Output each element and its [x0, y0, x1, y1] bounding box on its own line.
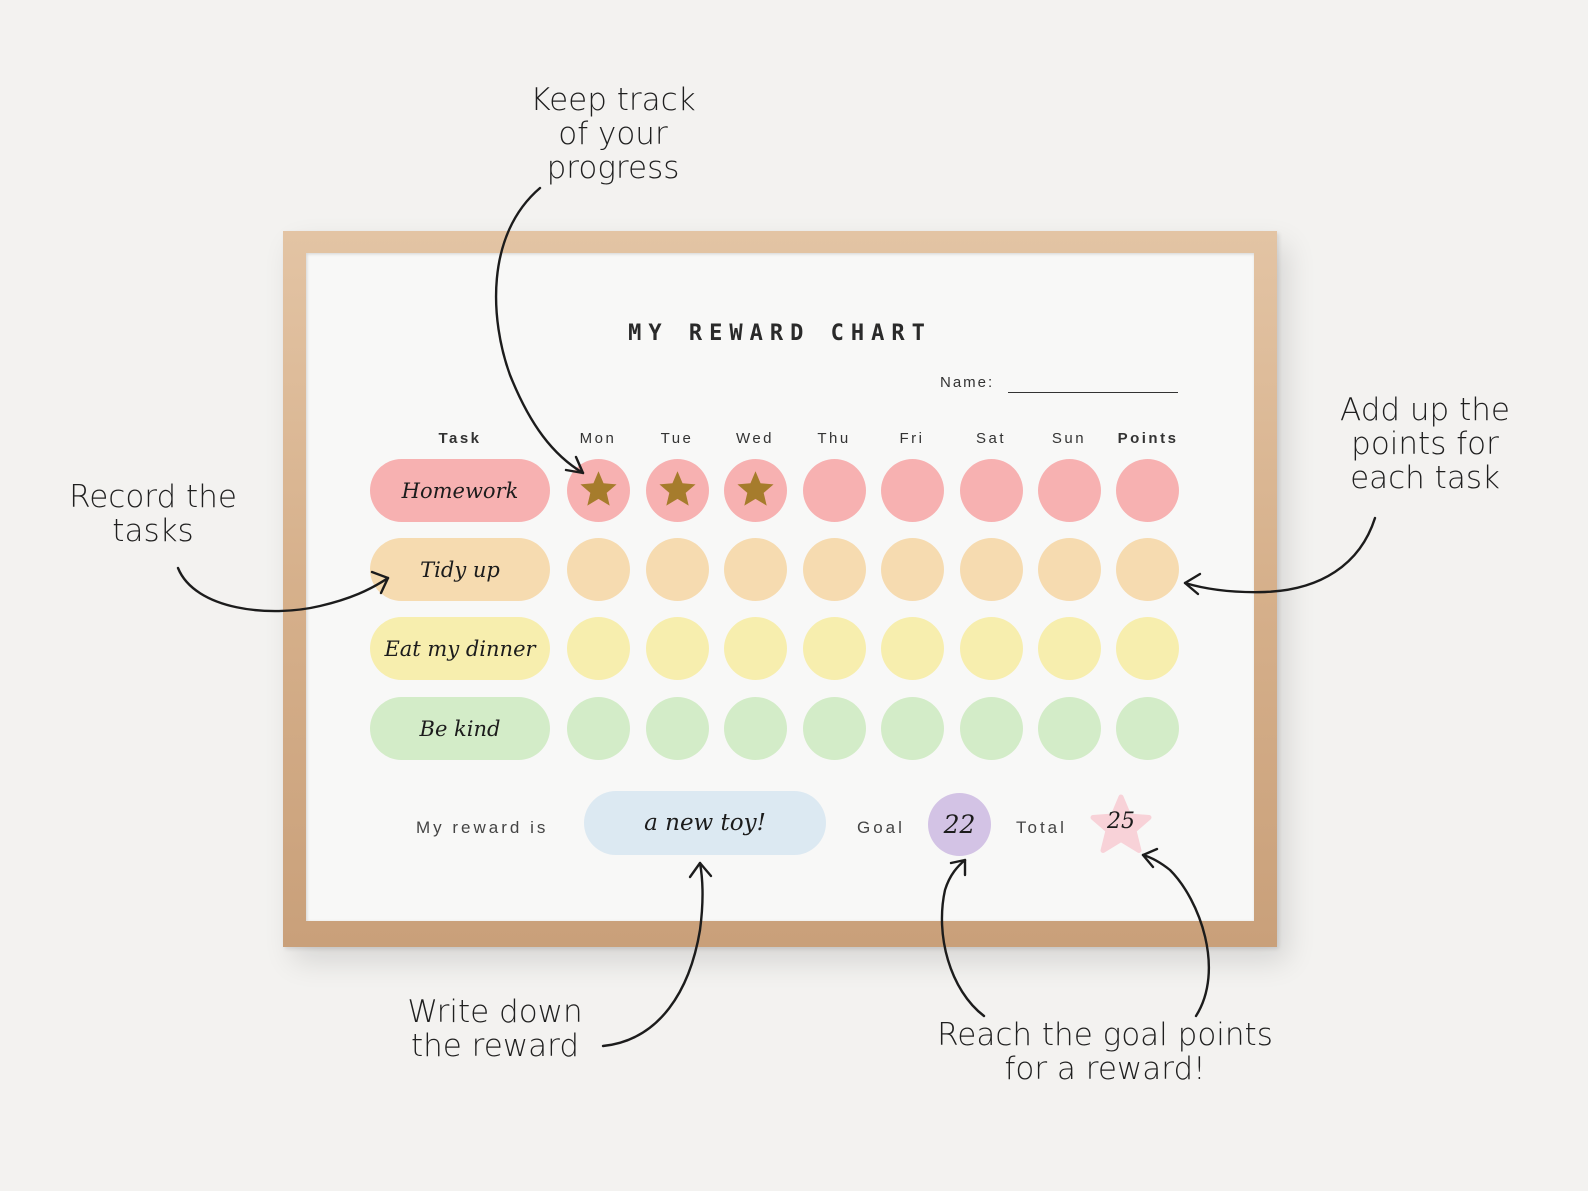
day-circle-tidy-up-sun[interactable] [1038, 538, 1101, 601]
day-circle-eat-my-dinner-fri[interactable] [881, 617, 944, 680]
day-circle-eat-my-dinner-wed[interactable] [724, 617, 787, 680]
day-circle-eat-my-dinner-sun[interactable] [1038, 617, 1101, 680]
total-value[interactable]: 25 [1107, 809, 1135, 834]
annotation-line: progress [546, 150, 680, 186]
day-header-mon: Mon [579, 430, 617, 447]
annotation-line: Record the [69, 479, 237, 515]
day-header-tue: Tue [660, 430, 694, 447]
day-circle-homework-thu[interactable] [803, 459, 866, 522]
day-circle-tidy-up-tue[interactable] [646, 538, 709, 601]
annotation-line: Add up the [1340, 392, 1510, 428]
annotation-line: for a reward! [1004, 1051, 1206, 1087]
day-circle-homework-tue[interactable] [646, 459, 709, 522]
points-circle-homework[interactable] [1116, 459, 1179, 522]
annotation-line: of your [558, 116, 668, 152]
day-circle-eat-my-dinner-sat[interactable] [960, 617, 1023, 680]
gold-star-icon [737, 471, 774, 506]
annotation-line: Write down [407, 994, 583, 1030]
day-circle-homework-fri[interactable] [881, 459, 944, 522]
day-circle-tidy-up-sat[interactable] [960, 538, 1023, 601]
total-star-icon [1090, 794, 1152, 853]
day-circle-be-kind-mon[interactable] [567, 697, 630, 760]
day-circle-homework-sun[interactable] [1038, 459, 1101, 522]
day-circle-tidy-up-mon[interactable] [567, 538, 630, 601]
reward-label: My reward is [416, 818, 549, 837]
reward-chart-sheet: MY REWARD CHART Name: Task Mon Tue Wed T… [306, 253, 1254, 921]
day-header-wed: Wed [735, 430, 775, 447]
name-line [1008, 392, 1178, 393]
gold-star-icon [580, 471, 617, 506]
annotation-line: points for [1351, 426, 1499, 462]
goal-circle[interactable]: 22 [928, 793, 991, 856]
points-circle-eat-my-dinner[interactable] [1116, 617, 1179, 680]
annotation-line: the reward [410, 1028, 580, 1064]
chart-title: MY REWARD CHART [628, 321, 932, 346]
day-circle-be-kind-fri[interactable] [881, 697, 944, 760]
annotation-line: Keep track [530, 82, 696, 118]
goal-label: Goal [857, 818, 905, 837]
annotation-reach-goal: Reach the goal points for a reward! [935, 1018, 1275, 1086]
day-circle-eat-my-dinner-mon[interactable] [567, 617, 630, 680]
day-circle-homework-mon[interactable] [567, 459, 630, 522]
day-header-sun: Sun [1051, 430, 1087, 447]
task-pill-homework[interactable]: Homework [370, 459, 550, 522]
name-label: Name: [940, 374, 995, 391]
points-header: Points [1117, 430, 1179, 447]
task-pill-be-kind[interactable]: Be kind [370, 697, 550, 760]
day-circle-eat-my-dinner-tue[interactable] [646, 617, 709, 680]
task-pill-tidy-up[interactable]: Tidy up [370, 538, 550, 601]
task-pill-eat-my-dinner[interactable]: Eat my dinner [370, 617, 550, 680]
day-circle-tidy-up-thu[interactable] [803, 538, 866, 601]
total-label: Total [1016, 818, 1067, 837]
day-circle-tidy-up-wed[interactable] [724, 538, 787, 601]
day-circle-tidy-up-fri[interactable] [881, 538, 944, 601]
annotation-track-progress: Keep track of your progress [503, 83, 723, 185]
day-circle-homework-wed[interactable] [724, 459, 787, 522]
gold-star-icon [659, 471, 696, 506]
day-circle-be-kind-wed[interactable] [724, 697, 787, 760]
annotation-record-tasks: Record the tasks [53, 480, 253, 548]
annotation-write-down-reward: Write down the reward [385, 995, 605, 1063]
reward-pill[interactable]: a new toy! [584, 791, 826, 855]
day-circle-homework-sat[interactable] [960, 459, 1023, 522]
day-header-fri: Fri [899, 430, 925, 447]
day-circle-be-kind-thu[interactable] [803, 697, 866, 760]
points-circle-tidy-up[interactable] [1116, 538, 1179, 601]
day-circle-be-kind-sun[interactable] [1038, 697, 1101, 760]
annotation-add-up-points: Add up the points for each task [1310, 393, 1540, 495]
annotation-line: each task [1350, 460, 1500, 496]
annotation-line: tasks [112, 513, 194, 549]
annotation-line: Reach the goal points [937, 1017, 1273, 1053]
points-circle-be-kind[interactable] [1116, 697, 1179, 760]
day-header-thu: Thu [817, 430, 851, 447]
task-header: Task [438, 430, 482, 447]
day-circle-eat-my-dinner-thu[interactable] [803, 617, 866, 680]
day-circle-be-kind-sat[interactable] [960, 697, 1023, 760]
day-circle-be-kind-tue[interactable] [646, 697, 709, 760]
day-header-sat: Sat [975, 430, 1006, 447]
